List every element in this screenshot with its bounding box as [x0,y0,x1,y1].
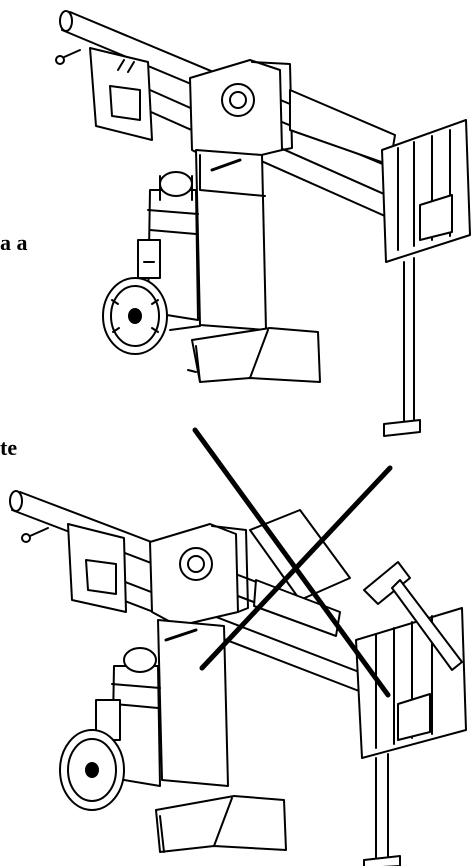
log-splitter-illustration-top [55,10,471,437]
text-fragment-bottom: te [0,435,18,460]
hammer-icon [363,561,463,671]
prohibited-cross-mark [192,427,393,698]
text-fragment-top: a a [0,230,28,255]
wheel [102,277,168,355]
